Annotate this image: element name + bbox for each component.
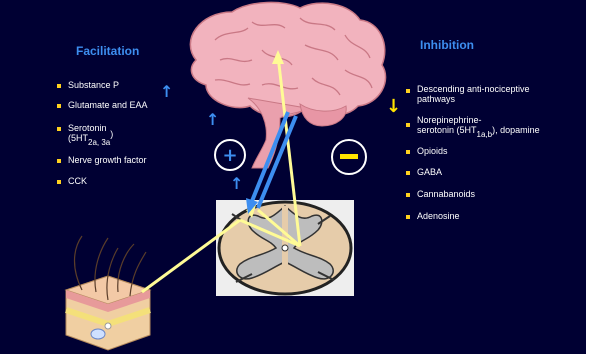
facilitation-item-serotonin: Serotonin (5HT2a, 3a) — [68, 123, 113, 144]
plus-sign: + — [222, 145, 237, 166]
facilitation-heading: Facilitation — [76, 44, 139, 58]
serotonin-prefix: serotonin (5HT — [417, 125, 477, 135]
receptor-subscript: 2a, 3a — [88, 138, 110, 147]
receptor-close: ) — [110, 129, 113, 139]
bullet-icon — [406, 150, 410, 154]
spinal-cord-section — [216, 200, 354, 296]
bullet-icon — [57, 84, 61, 88]
facilitation-plus-symbol: + — [215, 140, 245, 170]
bullet-icon — [406, 215, 410, 219]
facilitation-item: CCK — [68, 176, 87, 186]
facilitation-item: Substance P — [68, 80, 119, 90]
bullet-icon — [406, 89, 410, 93]
norepinephrine-line-1: Norepinephrine- — [417, 115, 540, 125]
decrease-arrow-icon: ↓ — [386, 98, 401, 116]
increase-arrow-icon: ↑ — [230, 176, 243, 192]
serotonin-label: Serotonin — [68, 123, 113, 133]
increase-arrow-icon: ↑ — [160, 84, 173, 100]
receptor-prefix: (5HT — [68, 133, 88, 143]
descending-line-1: Descending anti-nociceptive — [417, 84, 530, 94]
descending-line-2: pathways — [417, 94, 530, 104]
inhibition-item: GABA — [417, 167, 442, 177]
inhibition-item-descending: Descending anti-nociceptive pathways — [417, 84, 530, 104]
bullet-icon — [57, 127, 61, 131]
bullet-icon — [406, 171, 410, 175]
inhibition-item-norepinephrine: Norepinephrine- serotonin (5HT1a,b), dop… — [417, 115, 540, 136]
inhibition-item: Adenosine — [417, 211, 460, 221]
bullet-icon — [57, 104, 61, 108]
inhibition-heading: Inhibition — [420, 38, 474, 52]
bullet-icon — [406, 123, 410, 127]
dopamine-suffix: ), dopamine — [492, 125, 540, 135]
bullet-icon — [406, 193, 410, 197]
increase-arrow-icon: ↑ — [206, 112, 219, 128]
facilitation-item: Glutamate and EAA — [68, 100, 148, 110]
facilitation-item: Nerve growth factor — [68, 155, 147, 165]
skin-illustration — [66, 236, 150, 350]
inhibition-minus-symbol — [332, 140, 366, 174]
norepinephrine-line-2: serotonin (5HT1a,b), dopamine — [417, 125, 540, 136]
bullet-icon — [57, 180, 61, 184]
serotonin-subscript: 1a,b — [477, 130, 493, 139]
inhibition-item: Cannabanoids — [417, 189, 475, 199]
bullet-icon — [57, 159, 61, 163]
inhibition-item: Opioids — [417, 146, 448, 156]
serotonin-receptors: (5HT2a, 3a) — [68, 133, 113, 144]
